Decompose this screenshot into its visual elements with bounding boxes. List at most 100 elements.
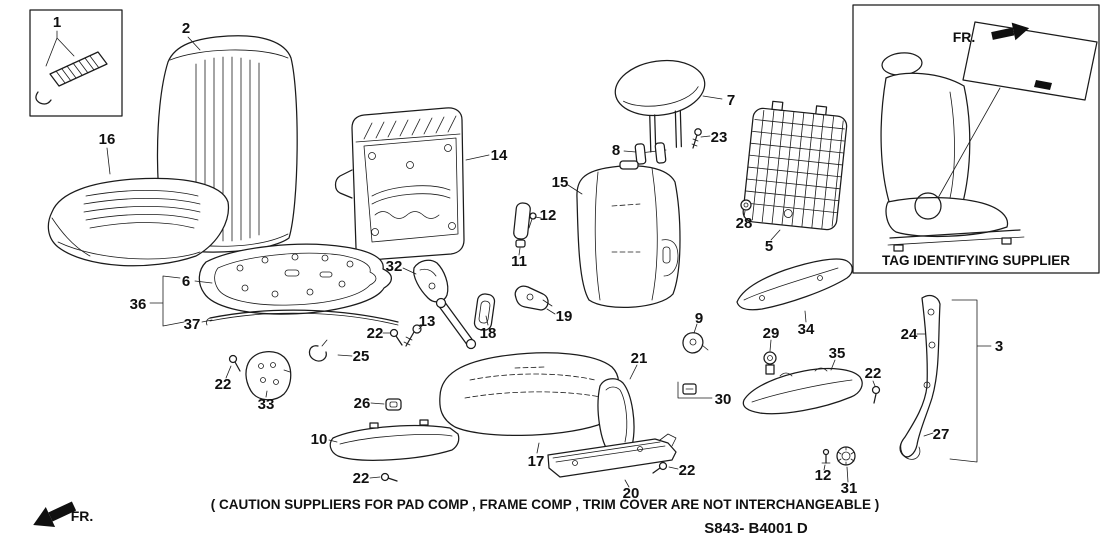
callout-36: 36 bbox=[130, 275, 185, 327]
svg-text:23: 23 bbox=[711, 129, 728, 146]
callout-34: 34 bbox=[798, 310, 815, 338]
callout-7: 7 bbox=[702, 92, 735, 109]
part-28-nut bbox=[740, 199, 752, 211]
svg-text:22: 22 bbox=[353, 470, 370, 487]
part-20-slide-rail bbox=[547, 433, 677, 478]
callout-27: 27 bbox=[923, 426, 950, 443]
callout-22-e: 22 bbox=[865, 365, 881, 387]
callout-22-d: 22 bbox=[668, 462, 696, 479]
screw-22-a bbox=[389, 328, 403, 346]
callout-32: 32 bbox=[386, 258, 417, 275]
svg-text:19: 19 bbox=[556, 308, 573, 325]
part-15-seat-back-cover bbox=[576, 160, 681, 309]
svg-text:27: 27 bbox=[933, 426, 950, 443]
part-24-belt-guide bbox=[899, 294, 941, 460]
callout-21: 21 bbox=[629, 350, 648, 380]
part-18-cover bbox=[473, 293, 496, 331]
part-25-hook bbox=[308, 339, 328, 362]
callout-11: 11 bbox=[511, 247, 527, 270]
callout-20: 20 bbox=[623, 479, 640, 502]
part-12-clip-right bbox=[821, 448, 831, 464]
svg-text:7: 7 bbox=[727, 92, 735, 109]
tag-caption: TAG IDENTIFYING SUPPLIER bbox=[882, 253, 1070, 268]
callout-22-c: 22 bbox=[353, 470, 381, 487]
svg-text:20: 20 bbox=[623, 485, 640, 502]
svg-text:2: 2 bbox=[182, 20, 190, 37]
svg-text:36: 36 bbox=[130, 296, 147, 313]
screw-22-c bbox=[380, 472, 398, 482]
callout-30: 30 bbox=[677, 381, 732, 408]
svg-text:34: 34 bbox=[798, 321, 815, 338]
part-30-cap bbox=[682, 383, 697, 395]
callout-33: 33 bbox=[258, 390, 275, 413]
svg-text:12: 12 bbox=[540, 207, 557, 224]
part-33-side-cover bbox=[245, 351, 292, 401]
svg-text:6: 6 bbox=[182, 273, 190, 290]
fr-top-label: FR. bbox=[953, 29, 976, 45]
svg-text:37: 37 bbox=[184, 316, 201, 333]
callout-23: 23 bbox=[700, 129, 728, 146]
fr-bottom-label: FR. bbox=[71, 508, 94, 524]
svg-text:1: 1 bbox=[53, 14, 61, 31]
callout-18: 18 bbox=[480, 315, 497, 342]
part-19-latch bbox=[514, 285, 553, 311]
callout-35: 35 bbox=[829, 345, 846, 371]
svg-text:18: 18 bbox=[480, 325, 497, 342]
part-1-detail-box bbox=[29, 9, 123, 117]
callout-10: 10 bbox=[311, 431, 338, 448]
svg-text:22: 22 bbox=[215, 376, 232, 393]
svg-text:35: 35 bbox=[829, 345, 846, 362]
callout-19: 19 bbox=[546, 308, 573, 325]
callout-15: 15 bbox=[552, 174, 583, 195]
callout-28: 28 bbox=[736, 210, 752, 232]
fr-arrow-bottom-icon bbox=[33, 501, 77, 527]
svg-text:9: 9 bbox=[695, 310, 703, 327]
caution-note: ( CAUTION SUPPLIERS FOR PAD COMP , FRAME… bbox=[211, 497, 880, 512]
svg-text:33: 33 bbox=[258, 396, 275, 413]
part-5-back-panel bbox=[742, 100, 848, 231]
part-9-recliner-cap bbox=[682, 332, 709, 354]
callout-1: 1 bbox=[45, 14, 75, 67]
svg-text:11: 11 bbox=[511, 253, 527, 270]
callout-6: 6 bbox=[182, 273, 213, 290]
callout-9: 9 bbox=[693, 310, 703, 334]
callout-12-right: 12 bbox=[815, 464, 831, 484]
part-34-outer-rail-cover bbox=[736, 258, 853, 311]
svg-text:15: 15 bbox=[552, 174, 569, 191]
part-14-seat-back-frame bbox=[334, 107, 465, 261]
svg-text:29: 29 bbox=[763, 325, 780, 342]
callout-25: 25 bbox=[337, 348, 370, 365]
tag-supplier-box: FR. TAG IDENTIFYING SUPPLIER bbox=[852, 4, 1100, 274]
callout-5: 5 bbox=[765, 229, 781, 255]
svg-text:17: 17 bbox=[528, 453, 545, 470]
svg-text:14: 14 bbox=[491, 147, 508, 164]
svg-text:24: 24 bbox=[901, 326, 918, 343]
svg-text:25: 25 bbox=[353, 348, 370, 365]
screw-22-e bbox=[871, 385, 881, 404]
svg-text:3: 3 bbox=[995, 338, 1003, 355]
svg-text:32: 32 bbox=[386, 258, 403, 275]
supplier-tag bbox=[962, 21, 1098, 101]
callout-29: 29 bbox=[763, 325, 780, 352]
part-6-cushion-frame bbox=[198, 243, 392, 315]
part-26-grommet bbox=[385, 398, 402, 411]
part-35-outer-rail-cover-lower bbox=[742, 367, 863, 415]
callout-3: 3 bbox=[949, 299, 1003, 463]
screw-22-b bbox=[228, 354, 241, 372]
part-8-headrest-guides bbox=[634, 142, 667, 165]
svg-text:26: 26 bbox=[354, 395, 371, 412]
callout-12-left: 12 bbox=[534, 207, 557, 224]
fr-arrow-top-icon bbox=[991, 22, 1030, 41]
screw-22-d bbox=[652, 461, 668, 474]
callout-2: 2 bbox=[182, 20, 201, 51]
callout-26: 26 bbox=[354, 395, 385, 412]
callout-17: 17 bbox=[528, 442, 545, 470]
callout-24: 24 bbox=[901, 326, 926, 343]
callout-22-b: 22 bbox=[215, 365, 232, 393]
svg-text:31: 31 bbox=[841, 480, 858, 497]
svg-text:21: 21 bbox=[631, 350, 648, 367]
svg-text:22: 22 bbox=[367, 325, 384, 342]
svg-text:22: 22 bbox=[679, 462, 696, 479]
svg-text:30: 30 bbox=[715, 391, 732, 408]
